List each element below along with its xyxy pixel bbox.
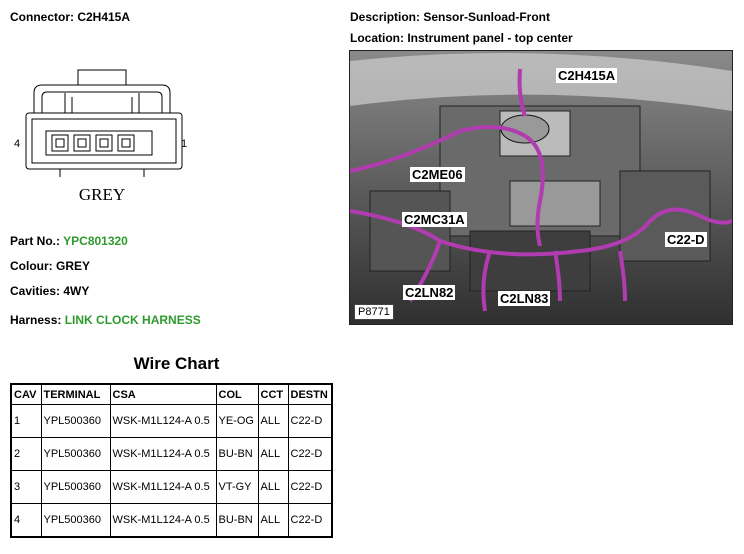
location-label: Location: Instrument panel - top center (350, 31, 573, 45)
cell-csa: WSK-M1L124-A 0.5 (109, 470, 217, 504)
table-row: 4 YPL500360 WSK-M1L124-A 0.5 BU-BN ALL C… (10, 503, 333, 538)
cell-cct: ALL (257, 470, 289, 504)
callout-c2ln82: C2LN82 (403, 285, 456, 300)
harness: Harness: LINK CLOCK HARNESS (10, 313, 201, 327)
callout-c2ln83: C2LN83 (498, 291, 551, 306)
cell-csa: WSK-M1L124-A 0.5 (109, 437, 217, 471)
wire-chart-title: Wire Chart (133, 354, 220, 373)
cell-cav: 3 (10, 470, 42, 504)
cell-destn: C22-D (287, 503, 333, 538)
table-row: 2 YPL500360 WSK-M1L124-A 0.5 BU-BN ALL C… (10, 437, 333, 471)
cell-cav: 2 (10, 437, 42, 471)
cell-col: BU-BN (215, 503, 259, 538)
cell-destn: C22-D (287, 404, 333, 438)
header-col: COL (215, 383, 259, 405)
cell-cct: ALL (257, 404, 289, 438)
part-number-label: Part No.: (10, 234, 61, 248)
cell-terminal: YPL500360 (40, 503, 111, 538)
callout-c22-d: C22-D (665, 232, 707, 247)
cell-cct: ALL (257, 437, 289, 471)
cell-col: YE-OG (215, 404, 259, 438)
part-number-value: YPC801320 (63, 234, 128, 248)
harness-value: LINK CLOCK HARNESS (64, 313, 201, 327)
table-header-row: CAV TERMINAL CSA COL CCT DESTN (10, 383, 333, 405)
header-cav: CAV (10, 383, 42, 405)
callout-c2h415a: C2H415A (556, 68, 618, 83)
cell-destn: C22-D (287, 437, 333, 471)
table-row: 1 YPL500360 WSK-M1L124-A 0.5 YE-OG ALL C… (10, 404, 333, 438)
cell-col: BU-BN (215, 437, 259, 471)
cell-terminal: YPL500360 (40, 404, 111, 438)
cell-csa: WSK-M1L124-A 0.5 (109, 404, 217, 438)
callout-c2me06: C2ME06 (410, 167, 465, 182)
header-terminal: TERMINAL (40, 383, 111, 405)
pin-4-label: 4 (14, 138, 20, 150)
cell-destn: C22-D (287, 470, 333, 504)
location-photo: C2H415A C2ME06 C2MC31A C22-D C2LN82 C2LN… (349, 50, 733, 325)
header-csa: CSA (109, 383, 217, 405)
cavities-label: Cavities: 4WY (10, 284, 90, 298)
description-label: Description: Sensor-Sunload-Front (350, 10, 551, 24)
callout-c2mc31a: C2MC31A (402, 212, 467, 227)
connector-label: Connector: C2H415A (10, 10, 131, 24)
cell-cav: 1 (10, 404, 42, 438)
photo-drawing (350, 51, 732, 324)
connector-face-diagram: 4 1 GREY (14, 69, 187, 204)
cell-cav: 4 (10, 503, 42, 538)
cell-col: VT-GY (215, 470, 259, 504)
cell-cct: ALL (257, 503, 289, 538)
part-number: Part No.: YPC801320 (10, 234, 128, 248)
table-row: 3 YPL500360 WSK-M1L124-A 0.5 VT-GY ALL C… (10, 470, 333, 504)
picture-number: P8771 (354, 304, 394, 320)
header-cct: CCT (257, 383, 289, 405)
cell-csa: WSK-M1L124-A 0.5 (109, 503, 217, 538)
cell-terminal: YPL500360 (40, 470, 111, 504)
colour-label: Colour: GREY (10, 259, 90, 273)
header-destn: DESTN (287, 383, 333, 405)
harness-label: Harness: (10, 313, 62, 327)
cell-terminal: YPL500360 (40, 437, 111, 471)
wire-chart-table: CAV TERMINAL CSA COL CCT DESTN 1 YPL5003… (10, 383, 333, 538)
colour-caption: GREY (79, 185, 125, 204)
pin-1-label: 1 (181, 138, 187, 150)
